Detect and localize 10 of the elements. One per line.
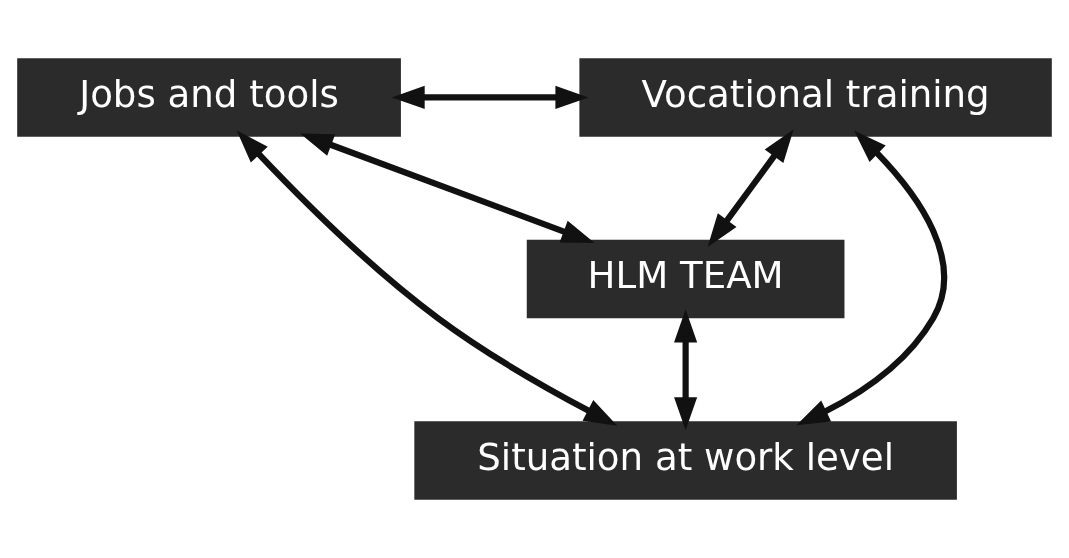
arrow <box>674 309 698 431</box>
node-box: Situation at work level <box>414 421 957 500</box>
arrow <box>236 130 618 426</box>
node-box: Jobs and tools <box>17 58 401 137</box>
node-box: HLM TEAM <box>526 239 845 319</box>
arrow <box>796 130 948 426</box>
arrow <box>707 129 794 247</box>
node-box: Vocational training <box>579 58 1052 137</box>
arrow <box>300 133 595 244</box>
arrow <box>391 85 589 110</box>
